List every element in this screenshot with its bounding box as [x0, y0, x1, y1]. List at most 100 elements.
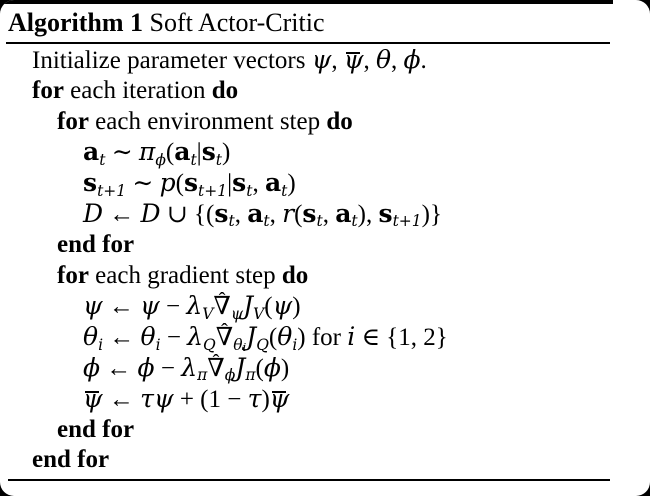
math-token: θ: [83, 322, 99, 352]
math-token: λ: [181, 352, 198, 382]
math-token: t: [215, 150, 222, 169]
math-token: ): [287, 170, 296, 198]
math-token: (: [264, 293, 273, 321]
math-token: ←: [102, 293, 141, 321]
math-token: π: [245, 366, 256, 385]
math-token: i: [242, 341, 247, 355]
math-token: ∪: [160, 200, 195, 228]
math-token: θ: [375, 45, 391, 74]
bar-accent: ¯: [346, 52, 361, 54]
math-token: ←: [103, 200, 141, 228]
math-token: ←: [102, 385, 141, 413]
algorithm-body: Initialize parameter vectors ψ, ¯ψ, θ, ϕ…: [0, 45, 650, 476]
math-token: ¯ψ: [270, 384, 290, 415]
math-token: Q: [256, 335, 269, 354]
math-token: ,: [365, 200, 379, 228]
math-token: ϕ: [137, 352, 155, 382]
math-token: ∼: [126, 170, 160, 198]
math-token: do: [281, 261, 309, 289]
math-token: a: [174, 137, 191, 167]
math-token: ∼: [105, 139, 139, 167]
math-token: ,: [269, 200, 283, 228]
math-token: ψ: [153, 383, 174, 413]
algorithm-header: Algorithm 1 Soft Actor-Critic: [8, 7, 325, 39]
math-token: ˆ∇: [216, 321, 233, 354]
math-token: end for: [57, 230, 135, 258]
math-token: t: [99, 150, 106, 169]
math-token: s: [214, 198, 229, 228]
math-token: i: [98, 335, 104, 354]
math-token: t: [281, 181, 288, 200]
math-token: |: [196, 139, 202, 167]
math-token: s: [302, 198, 317, 228]
math-token: ϕ: [155, 150, 166, 169]
math-token: ,: [252, 170, 265, 198]
math-token: t+1: [392, 212, 422, 231]
math-token: −: [160, 324, 188, 352]
bottom-rule: [8, 479, 610, 481]
math-token: each gradient step: [88, 261, 282, 289]
math-token: ,: [331, 47, 344, 74]
math-token: .: [420, 47, 427, 74]
top-rule: [0, 0, 613, 4]
math-token: ): [297, 324, 306, 352]
math-token: ¯ψ: [344, 45, 364, 76]
math-token: ,: [363, 47, 376, 74]
math-token: J: [243, 291, 254, 321]
algorithm-line: D ← D ∪ {(st, at, r(st, at), st+1)}: [0, 199, 650, 230]
math-token: t: [351, 212, 358, 231]
math-token: ψ: [140, 291, 160, 321]
math-token: t: [190, 150, 197, 169]
accent-base: ψ: [269, 383, 290, 413]
math-token: λ: [186, 291, 203, 321]
math-token: θ: [140, 322, 156, 352]
math-token: for: [57, 261, 89, 289]
algorithm-line: for each iteration do: [0, 76, 650, 107]
math-token: θ: [233, 335, 243, 354]
math-token: t+1: [97, 181, 127, 200]
math-token: Initialize parameter vectors: [32, 47, 312, 74]
math-token: (: [268, 324, 278, 352]
math-token: i: [292, 335, 298, 354]
math-token: τ: [140, 383, 154, 413]
algorithm-label: Algorithm 1: [8, 8, 144, 37]
math-token: ,: [322, 200, 336, 228]
math-token: ϕ: [403, 45, 421, 74]
math-token: ˆ∇: [207, 352, 224, 385]
math-token: a: [335, 198, 352, 228]
algorithm-line: for each environment step do: [0, 107, 650, 138]
header-rule: [6, 42, 610, 44]
math-token: end for: [57, 415, 135, 443]
math-token: (: [294, 200, 303, 228]
algorithm-line: end for: [0, 415, 650, 446]
accent-base: ψ: [83, 383, 103, 413]
math-token: ): [280, 354, 290, 382]
math-token: π: [197, 366, 208, 385]
math-token: (: [175, 170, 184, 198]
math-token: J: [235, 352, 246, 382]
math-token: each iteration: [63, 76, 212, 104]
math-token: λ: [187, 322, 204, 352]
math-token: V: [202, 304, 214, 323]
math-token: ): [222, 139, 231, 167]
math-token: for: [305, 324, 348, 352]
math-token: s: [378, 198, 393, 228]
math-token: (: [165, 139, 175, 167]
algorithm-line: Initialize parameter vectors ψ, ¯ψ, θ, ϕ…: [0, 45, 650, 76]
math-token: {(: [194, 200, 215, 228]
math-token: for: [57, 107, 89, 135]
math-token: each environment step: [88, 107, 327, 135]
math-token: s: [83, 168, 98, 198]
math-token: V: [253, 304, 265, 323]
math-token: i: [347, 322, 356, 352]
algorithm-line: end for: [0, 445, 650, 476]
math-token: {1, 2}: [386, 324, 448, 352]
math-token: end for: [32, 446, 110, 474]
algorithm-line: st+1 ∼ p(st+1|st, at): [0, 168, 650, 199]
math-token: ,: [391, 47, 404, 74]
accent-base: ∇: [213, 293, 231, 321]
